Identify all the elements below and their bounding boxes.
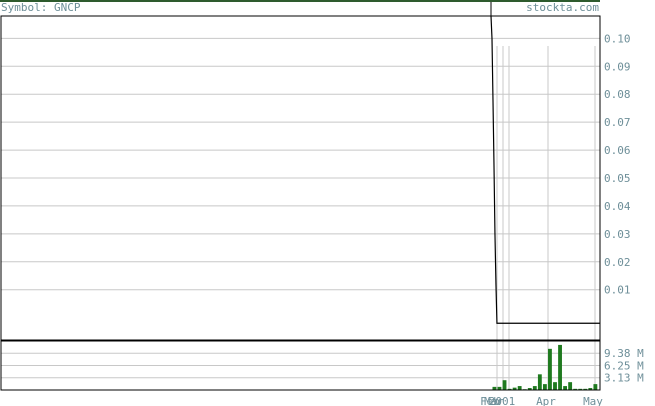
volume-bar [578, 388, 583, 390]
price-tick-label: 0.10 [604, 32, 631, 45]
volume-panel-frame [0, 340, 601, 391]
x-tick-label: 2001 [489, 395, 516, 406]
volume-bar [517, 386, 522, 390]
price-tick-label: 0.07 [604, 116, 631, 129]
volume-bar [492, 386, 497, 390]
price-plot [490, 15, 600, 324]
x-tick-label: Feb [480, 395, 500, 406]
volume-bar [497, 386, 502, 390]
price-tick-label: 0.08 [604, 88, 631, 101]
price-tick-label: 0.05 [604, 172, 631, 185]
volume-bar [568, 382, 573, 390]
volume-bar [588, 388, 593, 390]
price-tick-label: 0.04 [604, 200, 631, 213]
price-tick-label: 0.02 [604, 256, 631, 269]
volume-plot [492, 344, 598, 390]
volume-tick-label: 9.38 M [604, 347, 644, 360]
volume-bar [507, 388, 512, 390]
volume-bar [502, 380, 507, 390]
grid-layer [1, 37, 600, 390]
x-tick-label: May [583, 395, 603, 406]
volume-bar [512, 387, 517, 390]
price-panel-frame [0, 15, 601, 341]
price-series-line [490, 15, 600, 324]
volume-bar [553, 382, 557, 390]
volume-tick-label: 3.13 M [604, 372, 644, 385]
volume-bar [583, 388, 588, 390]
volume-bar [537, 374, 542, 390]
volume-bar [558, 344, 562, 390]
tick-labels: 0.10 0.09 0.08 0.07 0.06 0.05 0.04 0.03 0.02 0.01… [480, 32, 644, 406]
price-tick-label: 0.03 [604, 228, 631, 241]
price-tick-label: 0.01 [604, 284, 631, 297]
volume-bar [527, 388, 532, 390]
volume-bar [542, 384, 547, 390]
symbol-label: Symbol: GNCP [1, 1, 81, 14]
price-tick-label: 0.06 [604, 144, 631, 157]
volume-bar [548, 348, 552, 390]
volume-bar [593, 384, 598, 390]
chart-frame [0, 0, 601, 391]
x-tick-label: Apr [536, 395, 556, 406]
x-tick-label: Mar [484, 395, 504, 406]
volume-bar [563, 386, 568, 390]
price-tick-label: 0.09 [604, 60, 631, 73]
volume-bar [532, 386, 537, 390]
volume-bar [573, 388, 578, 390]
site-label: stockta.com [526, 1, 599, 14]
volume-tick-label: 6.25 M [604, 360, 644, 373]
